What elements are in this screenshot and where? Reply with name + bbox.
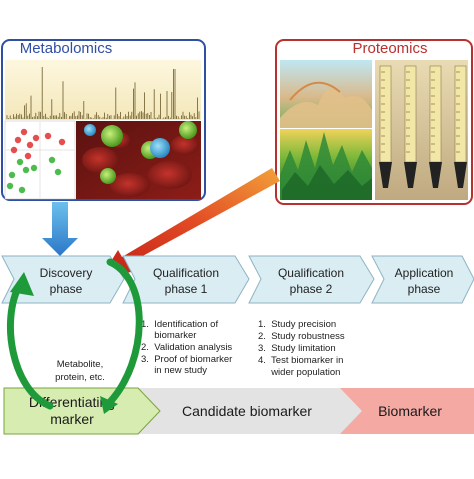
mass-spectrum-image xyxy=(5,60,201,120)
phase-discovery xyxy=(1,255,125,304)
phase-qualification-2-line1: Qualification xyxy=(278,266,344,280)
blue-arrow-from-metabolomics xyxy=(42,202,78,256)
phase-application xyxy=(371,255,474,304)
phase2-step-line: 1. Study precision xyxy=(258,319,336,330)
green-arrow-up xyxy=(6,280,54,410)
differentiating-marker-line2: marker xyxy=(50,411,94,427)
phase-discovery-line2: phase xyxy=(50,282,83,296)
phase-qualification-1-line2: phase 1 xyxy=(165,282,208,296)
red-arrow-from-proteomics xyxy=(102,168,280,276)
side-note-line1: Metabolite, xyxy=(57,359,103,370)
phase2-step-line: 4. Test biomarker in xyxy=(258,355,343,366)
phase2-steps: 1. Study precision 2. Study robustness 3… xyxy=(258,319,345,378)
phase-chevrons: Discovery phase Qualification phase 1 Qu… xyxy=(1,255,474,304)
candidate-biomarker-segment xyxy=(130,388,362,434)
biomarker-segment xyxy=(322,388,474,434)
proteomics-title: Proteomics xyxy=(352,40,427,57)
mass-spectrum-peaks xyxy=(6,67,200,119)
proteomics-panel: Proteomics xyxy=(275,39,473,205)
phase-qualification-1 xyxy=(122,255,250,304)
green-arrow-down xyxy=(106,258,143,406)
phase-qualification-2-line2: phase 2 xyxy=(290,282,333,296)
metabolomics-panel: Metabolomics xyxy=(1,39,206,201)
phase1-step-line: 2. Validation analysis xyxy=(141,342,232,353)
candidate-biomarker-label: Candidate biomarker xyxy=(182,403,312,419)
phase1-step-line: 3. Proof of biomarker xyxy=(141,354,232,365)
phase-qualification-2 xyxy=(248,255,375,304)
phase-discovery-line1: Discovery xyxy=(40,266,93,280)
phase2-step-line: 3. Study limitation xyxy=(258,343,336,354)
phase1-step-line: 1. Identification of xyxy=(141,319,218,330)
bottom-progress-bar: Differentiating marker Candidate biomark… xyxy=(3,387,474,435)
biomarker-label: Biomarker xyxy=(378,403,442,419)
green-arrowhead-up xyxy=(10,272,34,296)
metabolomics-title: Metabolomics xyxy=(20,40,113,57)
phase1-steps: 1. Identification of biomarker 2. Valida… xyxy=(141,319,232,376)
phase1-step-line: in new study xyxy=(141,365,207,376)
phase-application-line2: phase xyxy=(408,282,441,296)
green-arrowhead-down xyxy=(100,396,118,414)
phase-qualification-1-line1: Qualification xyxy=(153,266,219,280)
phase-application-line1: Application xyxy=(395,266,454,280)
sample-tubes xyxy=(379,65,467,188)
side-note-line2: protein, etc. xyxy=(55,372,105,383)
scatter-plot-points xyxy=(6,128,66,194)
phase2-step-line: wider population xyxy=(258,367,340,378)
green-cycle-arrows xyxy=(6,258,143,414)
phase1-step-line: biomarker xyxy=(141,330,196,341)
phase2-step-line: 2. Study robustness xyxy=(258,331,345,342)
